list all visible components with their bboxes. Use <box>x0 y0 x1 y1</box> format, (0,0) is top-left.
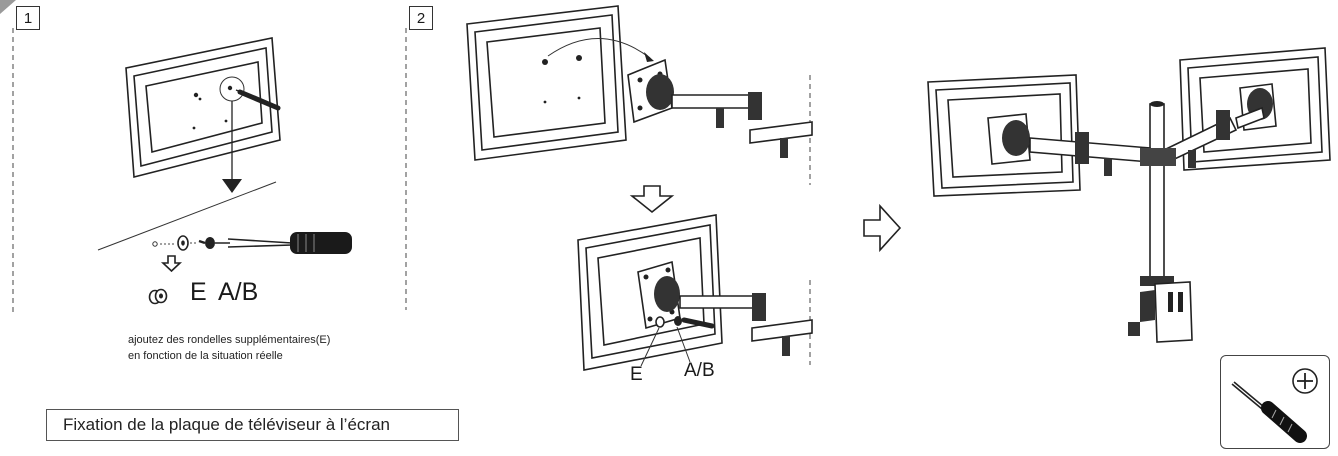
down-arrow-large-icon <box>629 185 675 214</box>
washer-note-line-2: en fonction de la situation réelle <box>128 350 283 362</box>
step-number-1: 1 <box>16 6 40 30</box>
caption-text: Fixation de la plaque de téléviseur à l’… <box>63 415 390 434</box>
mount-arm-step2-top <box>627 58 813 158</box>
washer-note: ajoutez des rondelles supplémentaires(E)… <box>128 332 330 364</box>
label-screw-ab-step2: A/B <box>684 360 715 381</box>
monitor-rear-step1 <box>125 37 281 179</box>
label-washer-e-step2: E <box>630 364 643 385</box>
screwdriver-icon <box>1231 381 1307 443</box>
tool-required-box <box>1220 355 1330 449</box>
small-down-arrow-icon <box>160 255 183 273</box>
label-washer-e-step1: E <box>190 278 207 306</box>
corner-mark <box>0 0 16 14</box>
monitor-rear-step2-top <box>466 5 654 161</box>
screw-assembly-detail <box>152 232 352 254</box>
down-arrow-icon <box>222 101 242 193</box>
monitor-rear-step2-bottom <box>577 214 813 371</box>
washer-stack-icon <box>148 288 168 305</box>
right-arrow-icon <box>863 203 902 253</box>
detail-separator-line <box>97 181 277 251</box>
step-number-2: 2 <box>409 6 433 30</box>
phillips-head-icon <box>1292 368 1318 394</box>
washer-note-line-1: ajoutez des rondelles supplémentaires(E) <box>128 334 331 346</box>
caption-box: Fixation de la plaque de téléviseur à l’… <box>46 409 459 441</box>
label-screw-ab-step1: A/B <box>218 278 259 306</box>
dual-monitor-mount <box>927 47 1331 343</box>
